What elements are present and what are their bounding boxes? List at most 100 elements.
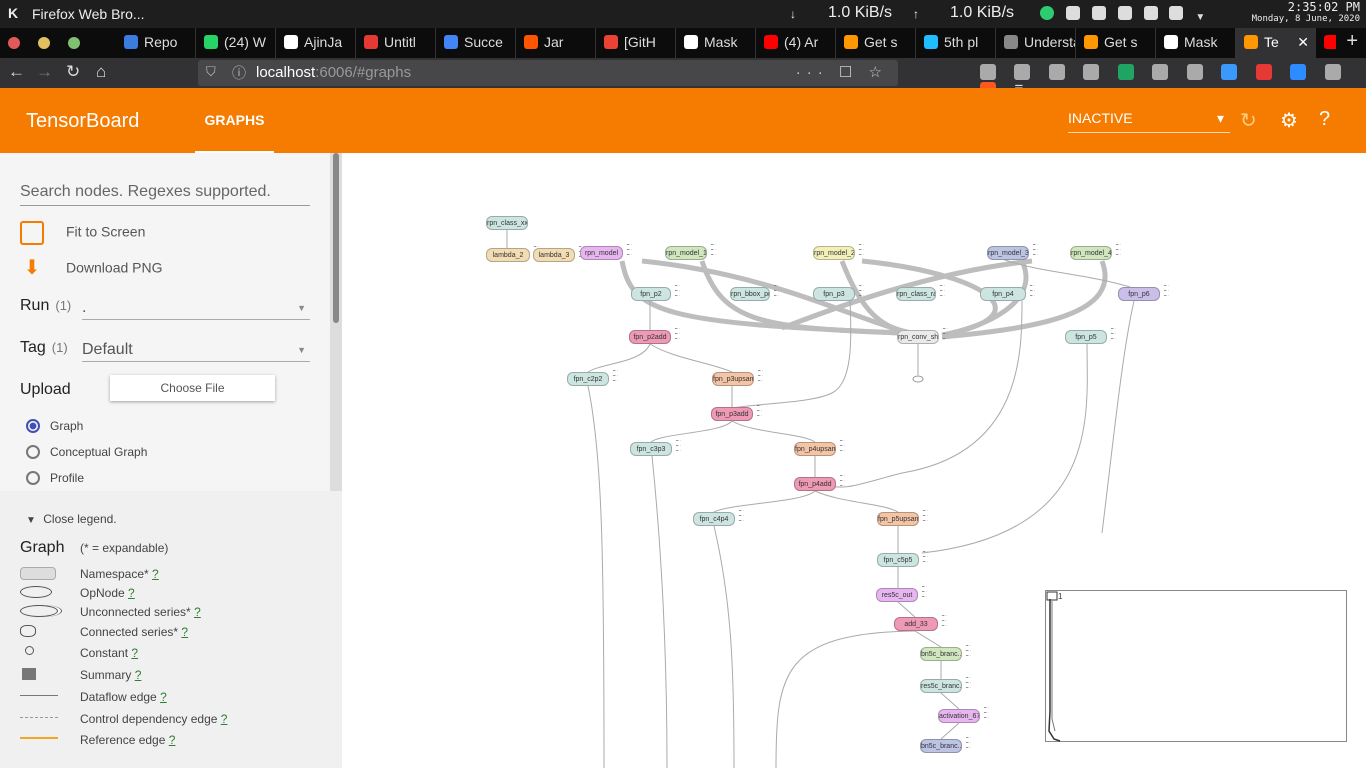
minimize-window-button[interactable] <box>37 37 50 49</box>
legend-help-link[interactable]: ? <box>134 668 142 682</box>
browser-tab[interactable]: Traini <box>1316 28 1336 58</box>
graph-node[interactable]: res5c_branc... <box>920 679 962 693</box>
graph-node[interactable]: bn5c_branc... <box>920 647 962 661</box>
graph-node[interactable]: activation_67 <box>938 709 980 723</box>
legend-help-link[interactable]: ? <box>181 625 189 639</box>
pen-extension-icon[interactable] <box>1255 64 1272 80</box>
graph-node[interactable]: lambda_3 <box>533 248 575 262</box>
close-tab-icon[interactable]: ✕ <box>1297 34 1309 50</box>
browser-tab[interactable]: (4) Ar <box>756 28 836 58</box>
tag-select[interactable]: Default▼ <box>82 341 310 362</box>
tray-expand-icon[interactable]: ▼ <box>1195 12 1206 23</box>
graph-node[interactable]: fpn_p2 <box>631 287 671 301</box>
wifi-icon[interactable] <box>1169 6 1184 20</box>
legend-help-link[interactable]: ? <box>128 586 135 600</box>
home-icon[interactable]: ⌂ <box>96 62 107 81</box>
fit-to-screen-button[interactable]: Fit to Screen <box>20 221 145 245</box>
url-bar[interactable]: ⛉ ⓘ localhost:6006/#graphs ··· ☐ ☆ <box>198 60 898 86</box>
clock[interactable]: 2:35:02 PM Monday, 8 June, 2020 <box>1251 0 1360 24</box>
graph-node[interactable]: lambda_2 <box>486 248 530 262</box>
close-window-button[interactable] <box>8 37 20 49</box>
account-icon[interactable] <box>1083 64 1100 80</box>
browser-tab[interactable]: [GitH <box>596 28 676 58</box>
browser-tab[interactable]: Untitl <box>356 28 436 58</box>
back-icon[interactable]: ← <box>8 62 25 81</box>
react-devtools-icon[interactable] <box>1152 64 1169 80</box>
graph-node[interactable]: rpn_conv_sha... <box>897 330 939 344</box>
shield-icon[interactable]: ⛉ <box>206 64 216 79</box>
graph-node[interactable]: bn5c_branc... <box>920 739 962 753</box>
page-actions[interactable]: ··· ☐ ☆ <box>795 64 888 81</box>
graph-node[interactable]: fpn_p4upsam... <box>794 442 836 456</box>
graph-node[interactable]: fpn_c4p4 <box>693 512 735 526</box>
maximize-window-button[interactable] <box>67 37 80 49</box>
graph-node[interactable]: fpn_p3add <box>711 407 753 421</box>
graph-node[interactable]: fpn_p4add <box>794 477 836 491</box>
radio-profile[interactable]: Profile <box>26 471 84 485</box>
legend-help-link[interactable]: ? <box>160 690 167 704</box>
blocker-extension-icon[interactable] <box>1324 64 1341 80</box>
help-icon[interactable]: ? <box>1319 108 1331 130</box>
browser-tab[interactable]: Get s <box>1076 28 1156 58</box>
graph-node[interactable]: fpn_p6 <box>1118 287 1160 301</box>
unconnected-opnode[interactable] <box>912 375 924 383</box>
reload-icon[interactable]: ↻ <box>66 62 81 81</box>
tab-graphs[interactable]: GRAPHS <box>195 88 274 153</box>
download-png-button[interactable]: ⬇Download PNG <box>20 257 163 281</box>
site-info-icon[interactable]: ⓘ <box>232 65 246 81</box>
gear-icon[interactable]: ⚙ <box>1280 110 1298 132</box>
run-select[interactable]: .▼ <box>82 299 310 320</box>
browser-tab[interactable]: Jar <box>516 28 596 58</box>
graph-node[interactable]: rpn_model_3 <box>987 246 1029 260</box>
graph-node[interactable]: fpn_c2p2 <box>567 372 609 386</box>
sidebar-icon[interactable] <box>1048 64 1065 80</box>
graph-node[interactable]: rpn_class_xxx <box>486 216 528 230</box>
forward-icon[interactable]: → <box>36 62 53 81</box>
grammarly-icon[interactable] <box>1117 64 1134 80</box>
browser-tab[interactable]: Mask <box>676 28 756 58</box>
graph-node[interactable]: fpn_p3upsam... <box>712 372 754 386</box>
choose-file-button[interactable]: Choose File <box>110 375 275 401</box>
graph-node[interactable]: fpn_p2add <box>629 330 671 344</box>
close-legend-button[interactable]: ▼ Close legend. <box>26 512 117 526</box>
graph-node[interactable]: rpn_model_2 <box>813 246 855 260</box>
legend-help-link[interactable]: ? <box>131 646 139 660</box>
browser-tab[interactable]: Te✕ <box>1236 28 1316 58</box>
radio-conceptual-graph[interactable]: Conceptual Graph <box>26 445 147 459</box>
graph-node[interactable]: res5c_out <box>876 588 918 602</box>
browser-tab[interactable]: Get s <box>836 28 916 58</box>
browser-tab[interactable]: Repo <box>116 28 196 58</box>
graph-node[interactable]: fpn_p5 <box>1065 330 1107 344</box>
update-icon[interactable] <box>1040 6 1054 20</box>
graph-node[interactable]: fpn_p3 <box>813 287 855 301</box>
browser-tab[interactable]: Understa <box>996 28 1076 58</box>
legend-help-link[interactable]: ? <box>168 733 176 747</box>
refresh-icon[interactable]: ↻ <box>1240 110 1257 132</box>
plugin-dropdown[interactable]: INACTIVE ▾ <box>1068 110 1230 133</box>
graph-node[interactable]: rpn_model_4 <box>1070 246 1112 260</box>
zoom-extension-icon[interactable] <box>1290 64 1307 80</box>
browser-tab[interactable]: AjinJa <box>276 28 356 58</box>
browser-tab[interactable]: 5th pl <box>916 28 996 58</box>
clipboard-icon[interactable] <box>1091 6 1106 20</box>
graph-node[interactable]: rpn_bbox_pr... <box>730 287 770 301</box>
graph-node[interactable]: rpn_model <box>580 246 623 260</box>
graph-node[interactable]: rpn_class_raw <box>896 287 936 301</box>
downloads-icon[interactable] <box>980 64 996 80</box>
browser-tab[interactable]: Succe <box>436 28 516 58</box>
new-tab-button[interactable]: + <box>1346 30 1358 52</box>
vpn-extension-icon[interactable] <box>1221 64 1238 80</box>
battery-icon[interactable] <box>1143 6 1158 20</box>
legend-help-link[interactable]: ? <box>152 567 159 581</box>
graph-node[interactable]: fpn_p4 <box>980 287 1026 301</box>
browser-tab[interactable]: (24) W <box>196 28 276 58</box>
legend-help-link[interactable]: ? <box>194 605 201 619</box>
graph-minimap[interactable]: 1 <box>1045 590 1347 742</box>
scrollbar-thumb[interactable] <box>333 153 339 323</box>
library-icon[interactable] <box>1014 64 1031 80</box>
radio-graph[interactable]: Graph <box>26 419 83 433</box>
graph-node[interactable]: fpn_p5upsam... <box>877 512 919 526</box>
kde-logo-icon[interactable]: K <box>8 5 19 21</box>
vpn-icon[interactable] <box>1065 6 1080 20</box>
